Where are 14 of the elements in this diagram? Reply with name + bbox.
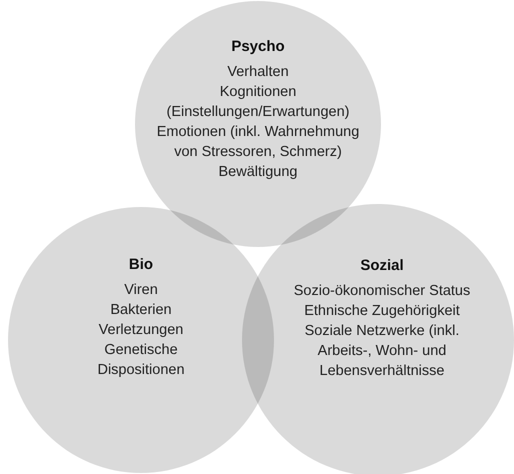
list-item: Sozio-ökonomischer Status (294, 282, 470, 301)
list-item: Bewältigung (218, 163, 298, 182)
circle-heading: Psycho (231, 37, 285, 56)
list-item: Emotionen (inkl. Wahrnehmung von Stressoren, Schmerz) (156, 123, 360, 162)
list-item: Genetische Dispositionen (96, 341, 186, 380)
list-item: Soziale Netzwerke (inkl. Arbeits-, Wohn- und Lebensverhältnisse (304, 322, 460, 381)
circle-heading: Sozial (360, 256, 404, 275)
list-item: Kognitionen (Einstellungen/Erwartungen) (166, 83, 350, 122)
list-item: Verhalten (227, 63, 289, 82)
list-item: Verletzungen (98, 321, 184, 340)
list-item: Viren (124, 281, 158, 300)
circle-heading: Bio (128, 255, 154, 274)
list-item: Ethnische Zugehörigkeit (304, 302, 460, 321)
list-item: Bakterien (110, 301, 172, 320)
